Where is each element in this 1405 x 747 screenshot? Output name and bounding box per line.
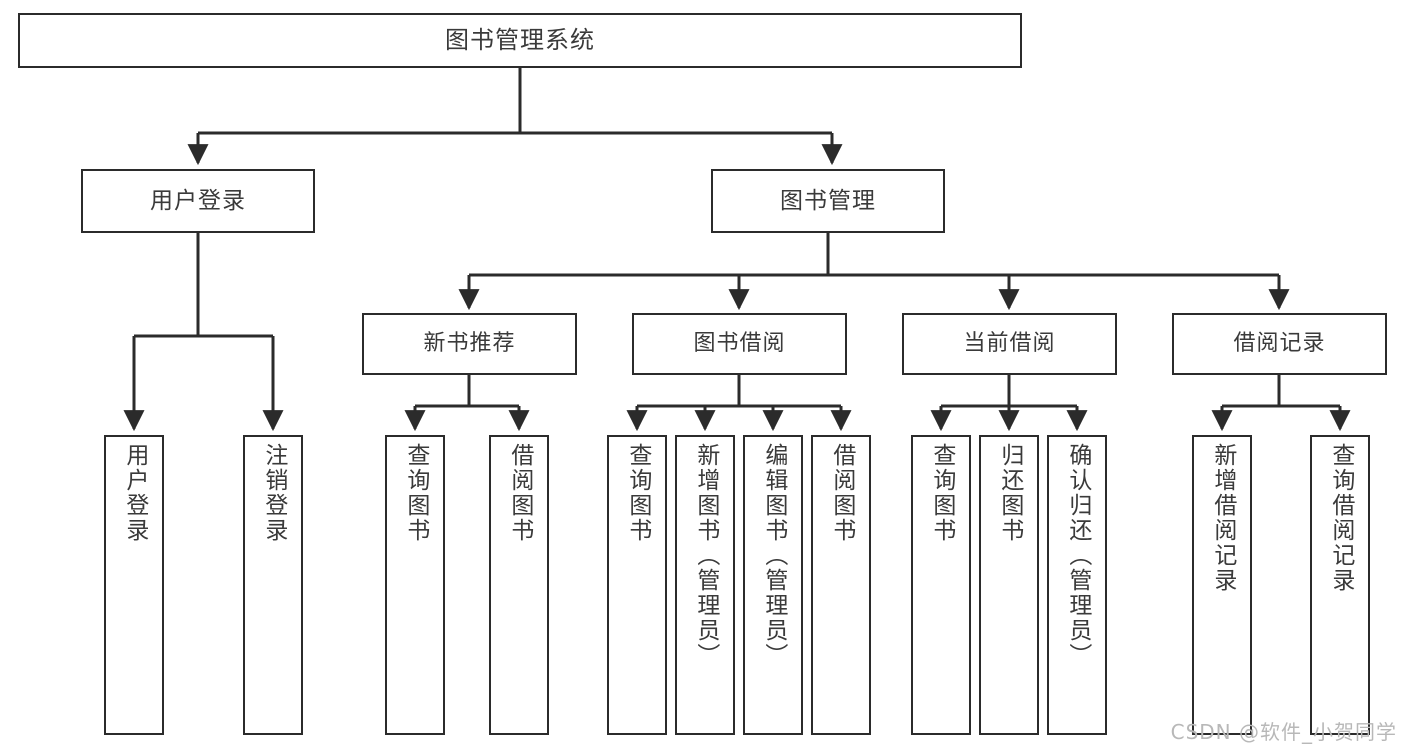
- node-leaf-add-book-label: 新增图书（管理员）: [692, 443, 719, 668]
- node-leaf-return-book[interactable]: 归还图书: [979, 435, 1039, 735]
- node-borrow-record-label: 借阅记录: [1233, 331, 1326, 357]
- node-root-label: 图书管理系统: [445, 25, 595, 54]
- node-leaf-borrow-book-1-label: 借阅图书: [506, 443, 533, 543]
- node-leaf-borrow-book-2[interactable]: 借阅图书: [811, 435, 871, 735]
- node-current-borrow[interactable]: 当前借阅: [902, 313, 1117, 375]
- node-leaf-borrow-book-1[interactable]: 借阅图书: [489, 435, 549, 735]
- node-new-book-rec-label: 新书推荐: [423, 331, 516, 357]
- node-leaf-query-book-3-label: 查询图书: [928, 443, 955, 543]
- node-leaf-logout[interactable]: 注销登录: [243, 435, 303, 735]
- node-leaf-edit-book[interactable]: 编辑图书（管理员）: [743, 435, 803, 735]
- node-user-login[interactable]: 用户登录: [81, 169, 315, 233]
- node-leaf-confirm-return[interactable]: 确认归还（管理员）: [1047, 435, 1107, 735]
- node-borrow-record[interactable]: 借阅记录: [1172, 313, 1387, 375]
- node-leaf-add-record[interactable]: 新增借阅记录: [1192, 435, 1252, 735]
- node-leaf-query-record[interactable]: 查询借阅记录: [1310, 435, 1370, 735]
- node-current-borrow-label: 当前借阅: [963, 331, 1056, 357]
- node-leaf-query-book-2[interactable]: 查询图书: [607, 435, 667, 735]
- node-leaf-logout-label: 注销登录: [260, 443, 287, 543]
- node-leaf-user-login[interactable]: 用户登录: [104, 435, 164, 735]
- node-leaf-add-book[interactable]: 新增图书（管理员）: [675, 435, 735, 735]
- watermark: CSDN @软件_小贺同学: [1170, 720, 1397, 744]
- node-leaf-edit-book-label: 编辑图书（管理员）: [760, 443, 787, 668]
- node-new-book-rec[interactable]: 新书推荐: [362, 313, 577, 375]
- node-user-login-label: 用户登录: [150, 187, 246, 214]
- node-leaf-query-book-1-label: 查询图书: [402, 443, 429, 543]
- node-book-manage-label: 图书管理: [780, 187, 876, 214]
- node-leaf-query-book-2-label: 查询图书: [624, 443, 651, 543]
- node-leaf-confirm-return-label: 确认归还（管理员）: [1064, 443, 1091, 668]
- node-leaf-return-book-label: 归还图书: [996, 443, 1023, 543]
- node-leaf-user-login-label: 用户登录: [121, 443, 148, 543]
- node-book-borrow-label: 图书借阅: [693, 331, 786, 357]
- node-book-manage[interactable]: 图书管理: [711, 169, 945, 233]
- node-leaf-add-record-label: 新增借阅记录: [1209, 443, 1236, 593]
- node-leaf-query-record-label: 查询借阅记录: [1327, 443, 1354, 593]
- node-book-borrow[interactable]: 图书借阅: [632, 313, 847, 375]
- node-root[interactable]: 图书管理系统: [18, 13, 1022, 68]
- node-leaf-query-book-1[interactable]: 查询图书: [385, 435, 445, 735]
- node-leaf-query-book-3[interactable]: 查询图书: [911, 435, 971, 735]
- node-leaf-borrow-book-2-label: 借阅图书: [828, 443, 855, 543]
